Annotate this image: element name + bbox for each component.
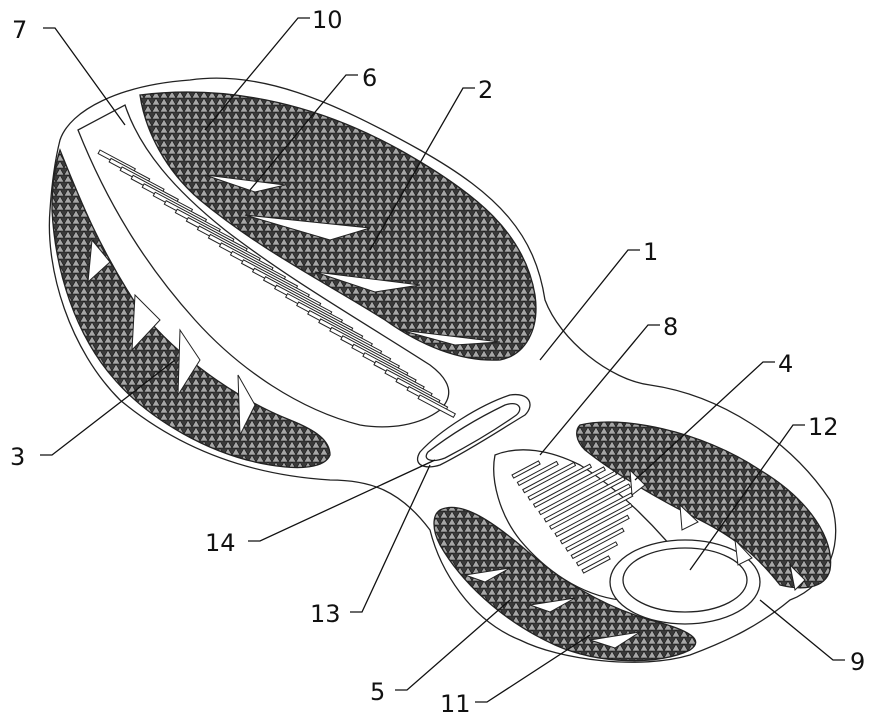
callout-labels: 7 10 6 2 1 8 4 12 3 14 13 5 11 9 [10, 6, 865, 718]
heel-slot [565, 514, 630, 552]
heel-slot [516, 460, 559, 487]
heel-pod-ring-9 [609, 539, 761, 625]
heel-slot [527, 463, 593, 501]
forefoot-slot [417, 394, 456, 418]
heel-slot [575, 541, 619, 567]
heel-slot [549, 483, 632, 530]
callout-4: 4 [778, 350, 793, 378]
heel-slot [532, 466, 606, 508]
callout-3: 3 [10, 443, 25, 471]
leader-lines [40, 17, 845, 703]
heel-slot [581, 555, 611, 574]
callout-10: 10 [312, 6, 343, 34]
heel-mesh-region-4 [576, 421, 832, 589]
heel-slot [538, 470, 618, 516]
heel-pod-12 [622, 547, 748, 613]
heel-slots [511, 460, 634, 574]
callout-9: 9 [850, 648, 865, 676]
callout-12: 12 [808, 413, 839, 441]
callout-14: 14 [205, 529, 236, 557]
callout-13: 13 [310, 600, 341, 628]
heel-slot [522, 461, 577, 494]
heel-slot [559, 502, 633, 545]
heel-slot [543, 476, 626, 523]
callout-6: 6 [362, 64, 377, 92]
forefoot-wedges [87, 174, 501, 436]
heel-slot [511, 460, 541, 479]
heel-mesh-region-5 [433, 506, 697, 662]
heel-wedges [464, 468, 806, 649]
heel-slot [570, 527, 625, 560]
callout-11: 11 [440, 690, 471, 718]
arch-link-13 [416, 393, 531, 468]
callout-7: 7 [12, 16, 27, 44]
callout-8: 8 [663, 313, 678, 341]
forefoot-slots [97, 149, 456, 418]
callout-2: 2 [478, 76, 493, 104]
arch-slot-14 [425, 403, 521, 462]
callout-5: 5 [370, 678, 385, 706]
callout-1: 1 [643, 238, 658, 266]
